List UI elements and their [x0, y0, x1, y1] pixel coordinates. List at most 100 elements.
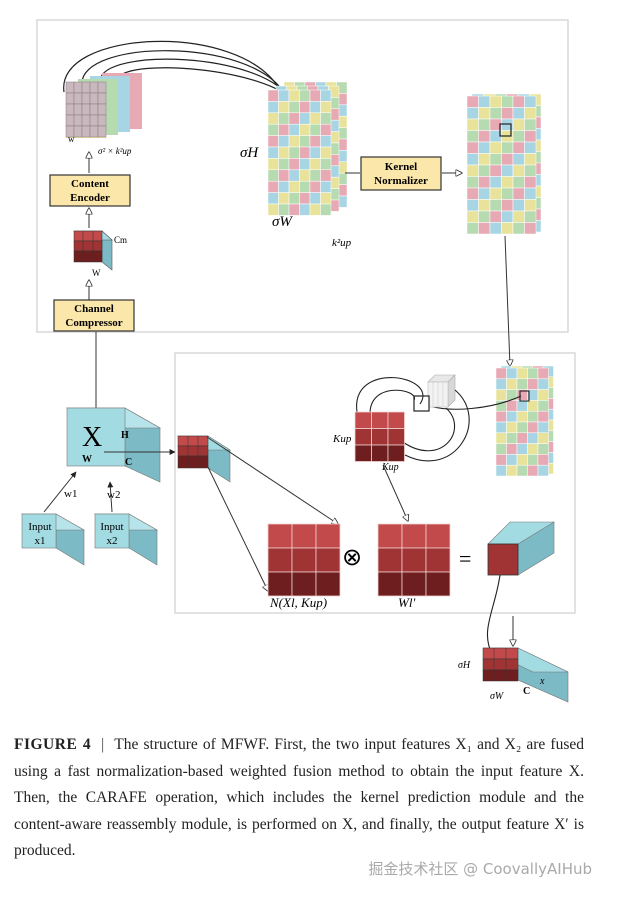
- grid-cell: [320, 180, 332, 193]
- grid-cell: [512, 107, 525, 120]
- grid-cell: [524, 164, 537, 177]
- grid-cell: [489, 222, 502, 235]
- grid-cell: [288, 146, 300, 159]
- grid-cell: [65, 114, 75, 127]
- grid-cell: [371, 411, 389, 429]
- arrow-kup-to-w: [382, 464, 408, 521]
- grid-cell: [299, 203, 311, 216]
- n-neighborhood-grid: [267, 523, 341, 597]
- grid-cell: [309, 203, 321, 216]
- grid-cell: [478, 107, 491, 120]
- input-x1-label-2: x1: [35, 535, 46, 547]
- grid-cell: [288, 169, 300, 182]
- grid-cell: [478, 130, 491, 143]
- grid-cell: [299, 192, 311, 205]
- grid-cell: [506, 378, 518, 390]
- grid-cell: [267, 101, 279, 114]
- grid-cell: [288, 158, 300, 171]
- grid-cell: [387, 428, 405, 446]
- grid-cell: [299, 135, 311, 148]
- grid-cell: [320, 158, 332, 171]
- grid-cell: [371, 428, 389, 446]
- content-encoder-label-1: Content: [71, 178, 109, 190]
- grid-cell: [516, 443, 528, 455]
- grid-cell: [466, 210, 479, 223]
- grid-cell: [309, 112, 321, 125]
- label-kup-sq: k²up: [332, 237, 352, 249]
- grid-cell: [299, 89, 311, 102]
- grid-cell: [267, 523, 293, 549]
- grid-cell: [478, 95, 491, 108]
- label-w-prime: Wl′: [398, 595, 415, 610]
- label-w: W: [82, 454, 92, 465]
- kernel-normalizer-box: [360, 156, 442, 191]
- grid-cell: [309, 89, 321, 102]
- grid-cell: [512, 95, 525, 108]
- grid-cell: [489, 187, 502, 200]
- arrow-feature-to-n-left: [207, 466, 268, 591]
- grid-cell: [524, 176, 537, 189]
- grid-cell: [267, 571, 293, 597]
- grid-cell: [267, 135, 279, 148]
- loop-curve: [399, 407, 456, 452]
- grid-cell: [512, 141, 525, 154]
- grid-cell: [81, 81, 91, 94]
- grid-cell: [278, 112, 290, 125]
- label-w-top: w: [68, 134, 75, 144]
- grid-cell: [489, 141, 502, 154]
- grid-cell: [512, 210, 525, 223]
- grid-cell: [527, 443, 539, 455]
- grid-cell: [489, 153, 502, 166]
- grid-cell: [267, 192, 279, 205]
- grid-cell: [354, 428, 372, 446]
- output-label-x: x: [539, 676, 545, 687]
- label-sigma-h: σH: [240, 145, 259, 161]
- grid-cell: [537, 454, 549, 466]
- label-w2: w2: [107, 489, 120, 501]
- loop-curve: [369, 389, 415, 413]
- equals-symbol: =: [459, 546, 471, 571]
- grid-cell: [278, 123, 290, 136]
- input-x2-label-1: Input: [100, 521, 123, 533]
- grid-cell: [478, 222, 491, 235]
- grid-cell: [537, 464, 549, 477]
- grid-cell: [478, 153, 491, 166]
- grid-cell: [495, 421, 507, 434]
- grid-cell: [73, 103, 83, 116]
- grid-cell: [401, 571, 427, 597]
- grid-cell: [506, 443, 518, 455]
- grid-cell: [315, 523, 341, 549]
- grid-cell: [501, 95, 514, 108]
- grid-cell: [65, 92, 75, 105]
- grid-cell: [527, 367, 539, 380]
- content-encoder-box: [49, 174, 131, 207]
- grid-cell: [537, 410, 549, 423]
- grid-cell: [524, 118, 537, 131]
- grid-cell: [315, 571, 341, 597]
- grid-cell: [299, 158, 311, 171]
- grid-cell: [537, 400, 549, 412]
- grid-cell: [512, 199, 525, 212]
- grid-cell: [506, 421, 518, 434]
- grid-cell: [524, 130, 537, 143]
- grid-cell: [377, 571, 403, 597]
- grid-cell: [506, 432, 518, 444]
- grid-cell: [288, 180, 300, 193]
- grid-cell: [299, 101, 311, 114]
- output-label-c: C: [523, 686, 530, 697]
- loop-curve: [356, 377, 424, 413]
- arc-line: [81, 50, 286, 95]
- grid-cell: [516, 464, 528, 477]
- label-x: X: [82, 422, 102, 453]
- grid-cell: [309, 192, 321, 205]
- normalized-kernel-grid: [466, 93, 542, 235]
- grid-cell: [320, 192, 332, 205]
- label-sigma-w: σW: [272, 214, 293, 230]
- grid-cell: [524, 222, 537, 235]
- grid-cell: [309, 180, 321, 193]
- grid-cell: [495, 443, 507, 455]
- label-cm: Cm: [114, 235, 127, 245]
- grid-cell: [489, 95, 502, 108]
- grid-cell: [512, 118, 525, 131]
- grid-cell: [489, 164, 502, 177]
